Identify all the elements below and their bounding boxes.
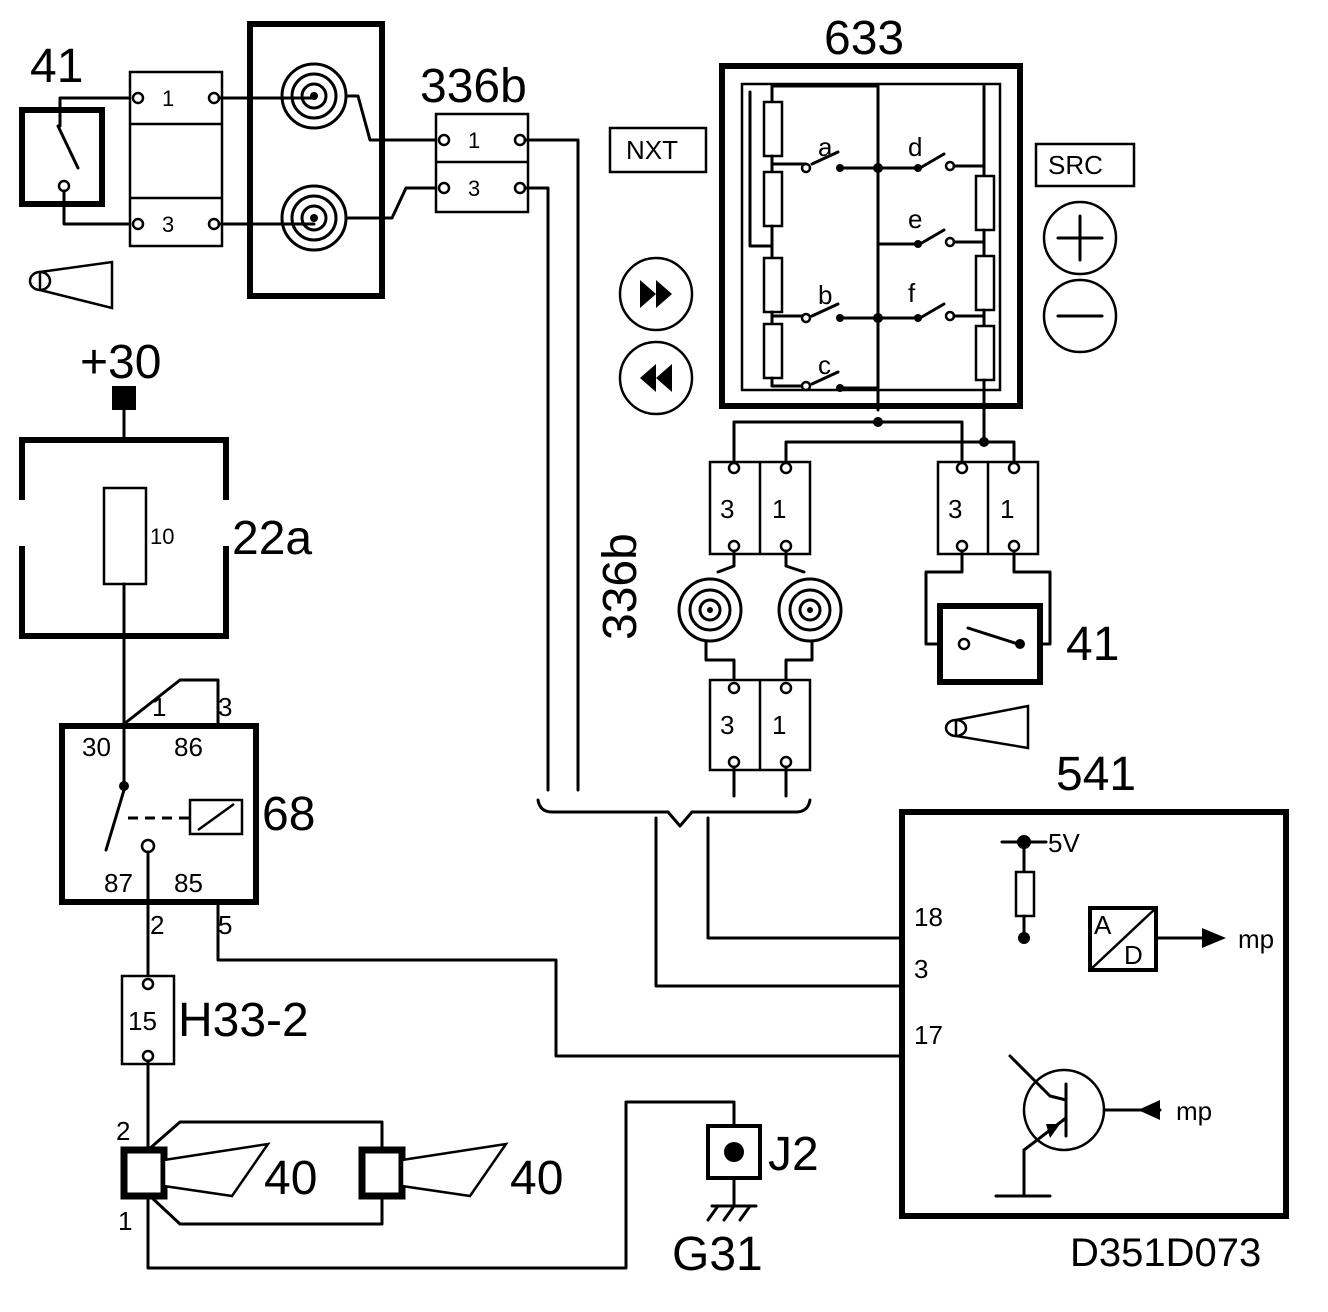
connector-336b-side-label: 336b bbox=[594, 533, 647, 640]
steering-switch-label: 633 bbox=[824, 12, 904, 65]
relay-pin-3: 3 bbox=[218, 692, 232, 722]
col-right-upper-pin-3: 3 bbox=[948, 494, 962, 524]
clock-spring-middle bbox=[677, 549, 843, 684]
horn-icon-top bbox=[28, 260, 114, 310]
fast-forward-icon bbox=[618, 256, 694, 332]
rewind-button[interactable] bbox=[618, 340, 694, 416]
ground-label: G31 bbox=[672, 1228, 763, 1281]
relay-pin-30: 30 bbox=[82, 732, 111, 762]
switch-contact-e: e bbox=[908, 204, 922, 234]
h33-pin: 15 bbox=[128, 1006, 157, 1036]
nxt-label: NXT bbox=[626, 135, 678, 165]
horn-b-label: 40 bbox=[510, 1152, 563, 1205]
relay-out-pin-2: 2 bbox=[150, 910, 164, 940]
steering-switch-633: 633 bbox=[719, 12, 1023, 444]
ad-a-label: A bbox=[1094, 910, 1112, 940]
plus30-label: +30 bbox=[80, 336, 161, 389]
connector-col-left-lower: 3 1 bbox=[708, 678, 812, 798]
relay-68: 1 3 30 86 87 85 68 bbox=[59, 678, 315, 906]
relay-pin-86: 86 bbox=[174, 732, 203, 762]
connector-h33-2: 15 H33-2 bbox=[120, 974, 309, 1066]
horn-switch-top: 41 bbox=[19, 40, 140, 226]
ecu-label: 541 bbox=[1056, 748, 1136, 801]
ecu-pin-17: 17 bbox=[914, 1020, 943, 1050]
switch-contact-f: f bbox=[908, 278, 916, 308]
switch-contact-a: a bbox=[818, 132, 833, 162]
horn-switch-top-label: 41 bbox=[30, 40, 83, 93]
fuse-box-label: 22a bbox=[232, 512, 312, 565]
horn-pin-1: 1 bbox=[118, 1206, 132, 1236]
fuse-value: 10 bbox=[150, 524, 174, 549]
clock-spring-top bbox=[217, 21, 446, 299]
c336b-pin-3: 3 bbox=[468, 176, 480, 201]
ecu-pin-18: 18 bbox=[914, 902, 943, 932]
col-left-lower-pin-1: 1 bbox=[772, 710, 786, 740]
minus-icon bbox=[1042, 278, 1118, 354]
connector-col-right-upper: 3 1 bbox=[936, 460, 1040, 556]
connector-336b-label: 336b bbox=[420, 60, 527, 113]
fast-forward-button[interactable] bbox=[618, 256, 694, 332]
rewind-icon bbox=[618, 340, 694, 416]
switch-contact-b: b bbox=[818, 280, 832, 310]
col-left-upper-pin-1: 1 bbox=[772, 494, 786, 524]
switch-contact-d: d bbox=[908, 132, 922, 162]
connector-top-pin-3: 3 bbox=[162, 212, 174, 237]
relay-out-pin-5: 5 bbox=[218, 910, 232, 940]
volume-up-button[interactable] bbox=[1042, 200, 1118, 276]
switch-contact-c: c bbox=[818, 350, 831, 380]
drawing-code: D351D073 bbox=[1070, 1231, 1261, 1275]
ad-d-label: D bbox=[1124, 940, 1143, 970]
connector-top-left: 1 3 bbox=[128, 70, 224, 248]
horn-40-right: 40 bbox=[358, 1142, 563, 1205]
col-right-upper-pin-1: 1 bbox=[1000, 494, 1014, 524]
supply-5v-label: 5V bbox=[1048, 828, 1080, 858]
horn-switch-top-lever bbox=[56, 124, 80, 170]
volume-down-button[interactable] bbox=[1042, 278, 1118, 354]
horn-pin-2: 2 bbox=[116, 1116, 130, 1146]
nxt-button[interactable]: NXT bbox=[608, 126, 708, 174]
c336b-pin-1: 1 bbox=[468, 128, 480, 153]
relay-pin-1: 1 bbox=[152, 692, 166, 722]
ground-j2: J2 G31 bbox=[672, 1124, 819, 1281]
horn-a-label: 40 bbox=[264, 1152, 317, 1205]
relay-label: 68 bbox=[262, 788, 315, 841]
relay-pin-87: 87 bbox=[104, 868, 133, 898]
horn-switch-right: 41 bbox=[924, 549, 1119, 685]
wire-bundle-brace bbox=[536, 798, 812, 828]
ecu-541: 541 18 3 17 5V A D mp mp bbox=[899, 748, 1289, 1219]
src-label: SRC bbox=[1048, 150, 1103, 180]
src-button[interactable]: SRC bbox=[1034, 142, 1136, 188]
connector-336b-top: 336b 1 3 bbox=[420, 60, 530, 214]
horn-switch-right-label: 41 bbox=[1066, 618, 1119, 671]
mp-label-1: mp bbox=[1238, 924, 1274, 954]
ecu-pin-3: 3 bbox=[914, 954, 928, 984]
connector-top-pin-1: 1 bbox=[162, 86, 174, 111]
horn-icon-right bbox=[944, 704, 1030, 750]
col-left-upper-pin-3: 3 bbox=[720, 494, 734, 524]
fuse-box-22a: 10 22a bbox=[19, 437, 312, 639]
connector-h33-label: H33-2 bbox=[178, 994, 309, 1047]
battery-terminal bbox=[112, 386, 136, 410]
connector-col-left-upper: 3 1 bbox=[708, 460, 812, 556]
ground-point-label: J2 bbox=[768, 1128, 819, 1181]
mp-label-2: mp bbox=[1176, 1096, 1212, 1126]
relay-pin-85: 85 bbox=[174, 868, 203, 898]
col-left-lower-pin-3: 3 bbox=[720, 710, 734, 740]
horn-40-left: 2 1 40 bbox=[116, 1116, 317, 1236]
plus-icon bbox=[1042, 200, 1118, 276]
